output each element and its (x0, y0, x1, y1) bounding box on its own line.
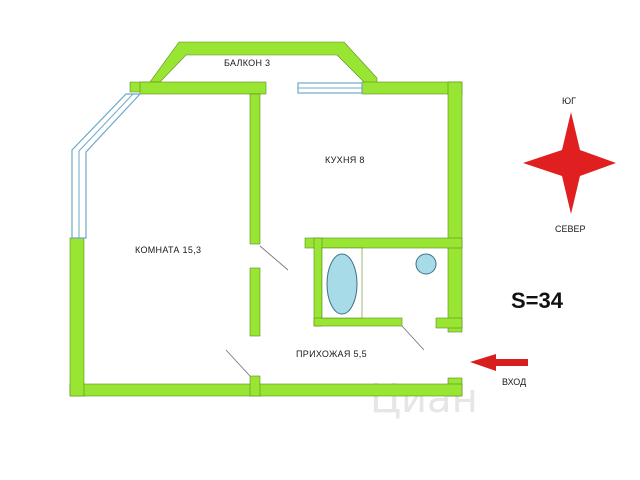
left-wall (69, 237, 85, 397)
kitchen-label: КУХНЯ 8 (325, 155, 365, 165)
walls (69, 41, 463, 397)
right-wall (447, 81, 463, 333)
top-wall-left (139, 81, 267, 95)
compass-rose-icon (523, 112, 616, 214)
bath-right-jamb (435, 317, 463, 329)
compass-south-label: ЮГ (562, 96, 576, 106)
kitchen-door (259, 245, 289, 271)
total-area: S=34 (511, 288, 564, 313)
room-label: КОМНАТА 15,3 (135, 245, 201, 255)
bathtub-icon (326, 253, 358, 315)
entry-arrow-icon (470, 354, 528, 371)
bath-door (401, 325, 425, 351)
room-door-stub (249, 375, 261, 397)
door-swings (225, 245, 425, 377)
top-wall-right (361, 81, 463, 95)
bath-top-wall (304, 237, 463, 249)
bay-window (71, 93, 142, 239)
balcony-label: БАЛКОН 3 (224, 58, 270, 68)
partition-room-hall (249, 267, 261, 337)
compass-north-label: СЕВЕР (555, 224, 586, 234)
bath-left-wall (313, 237, 323, 327)
windows (71, 82, 363, 239)
bathroom-fixtures (321, 247, 437, 319)
room-door (225, 349, 251, 377)
bottom-wall (69, 383, 463, 397)
entry-label: ВХОД (502, 377, 526, 387)
bath-bottom-wall (313, 317, 403, 327)
partition-room-kitchen (249, 93, 261, 245)
hall-label: ПРИХОЖАЯ 5,5 (296, 349, 367, 359)
sink-icon (415, 253, 437, 275)
